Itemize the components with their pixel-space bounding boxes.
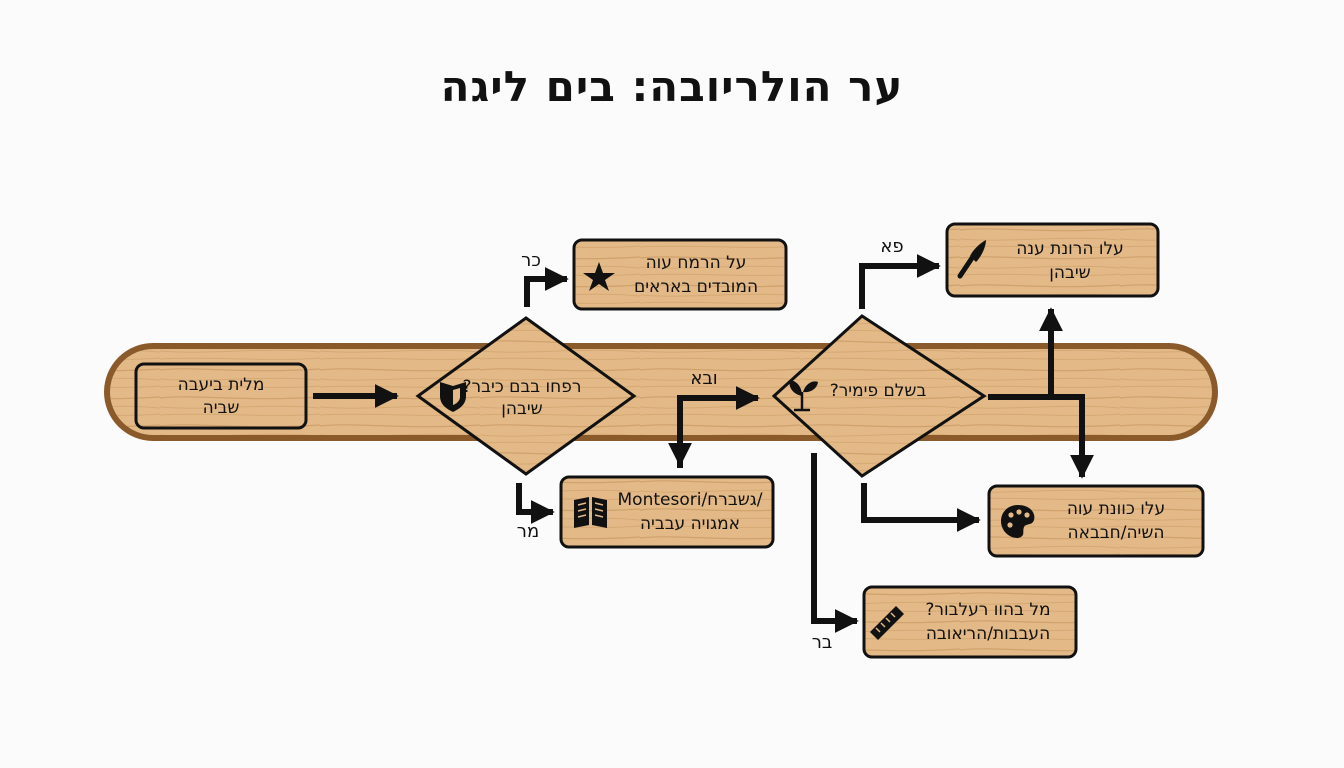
svg-text:שיבהן: שיבהן [1049,263,1090,283]
branch-label-d2-bottom: בר [812,632,833,653]
branch-label-d1-bottom: מר [517,521,539,542]
node-bottom-right: מל בהוו רעלבור? העבבות/הריאובה [862,585,1078,659]
svg-text:אמגויה עבביה: אמגויה עבביה [640,514,740,534]
arrow-decision2-right-down [988,394,1094,479]
svg-text:שיבהן: שיבהן [501,399,542,419]
arrow-decision2-bottom [811,453,859,633]
book-icon [574,497,607,528]
star-icon [583,262,615,291]
svg-text:עלו כוונת עוה: עלו כוונת עוה [1067,499,1165,519]
shield-icon [440,382,466,412]
branch-label-d1-to-d2: ובא [690,368,717,389]
node-mid-right: עלו כוונת עוה השיה/חבבאה [987,484,1205,558]
node-bottom-left: Montesori/גשברח/ אמגויה עבביה [559,475,775,549]
svg-text:בשלם פימיר?: בשלם פימיר? [830,381,927,401]
arrow-decision1-top [524,267,569,307]
node-decision1: רפחו בבם כיבר? שיבהן [415,316,637,476]
branch-label-d1-top: כר [521,250,541,271]
node-decision2: בשלם פימיר? [771,314,987,478]
arrow-decision2-mid [861,483,981,532]
svg-text:שביה: שביה [203,398,240,418]
node-top-right: עלו הרונת ענה שיבהן [945,222,1160,298]
svg-text:רפחו בבם כיבר?: רפחו בבם כיבר? [463,377,582,397]
svg-text:Montesori/גשברח/: Montesori/גשברח/ [618,490,763,510]
arrow-decision2-top [859,254,941,309]
svg-text:השיה/חבבאה: השיה/חבבאה [1067,523,1164,543]
svg-text:על הרמח עוה: על הרמח עוה [646,253,747,273]
svg-text:מל בהוו רעלבור?: מל בהוו רעלבור? [925,600,1050,620]
brush-icon [957,240,986,279]
svg-text:המובדים באראים: המובדים באראים [634,277,758,297]
svg-text:העבבות/הריאובה: העבבות/הריאובה [926,624,1050,644]
ruler-icon [870,606,904,640]
diagram-title: ער הולריובה: בים ליגה [440,62,904,111]
svg-text:מלית ביעבה: מלית ביעבה [178,375,265,395]
arrow-decision1-bottom [516,483,555,524]
sprout-icon [789,380,818,412]
node-start: מלית ביעבה שביה [134,362,308,430]
connectors [313,254,1094,633]
node-top-left: על הרמח עוה המובדים באראים [572,238,788,311]
palette-icon [1001,505,1035,538]
branch-label-d2-top: פא [880,236,903,257]
svg-text:עלו הרונת ענה: עלו הרונת ענה [1016,239,1124,259]
